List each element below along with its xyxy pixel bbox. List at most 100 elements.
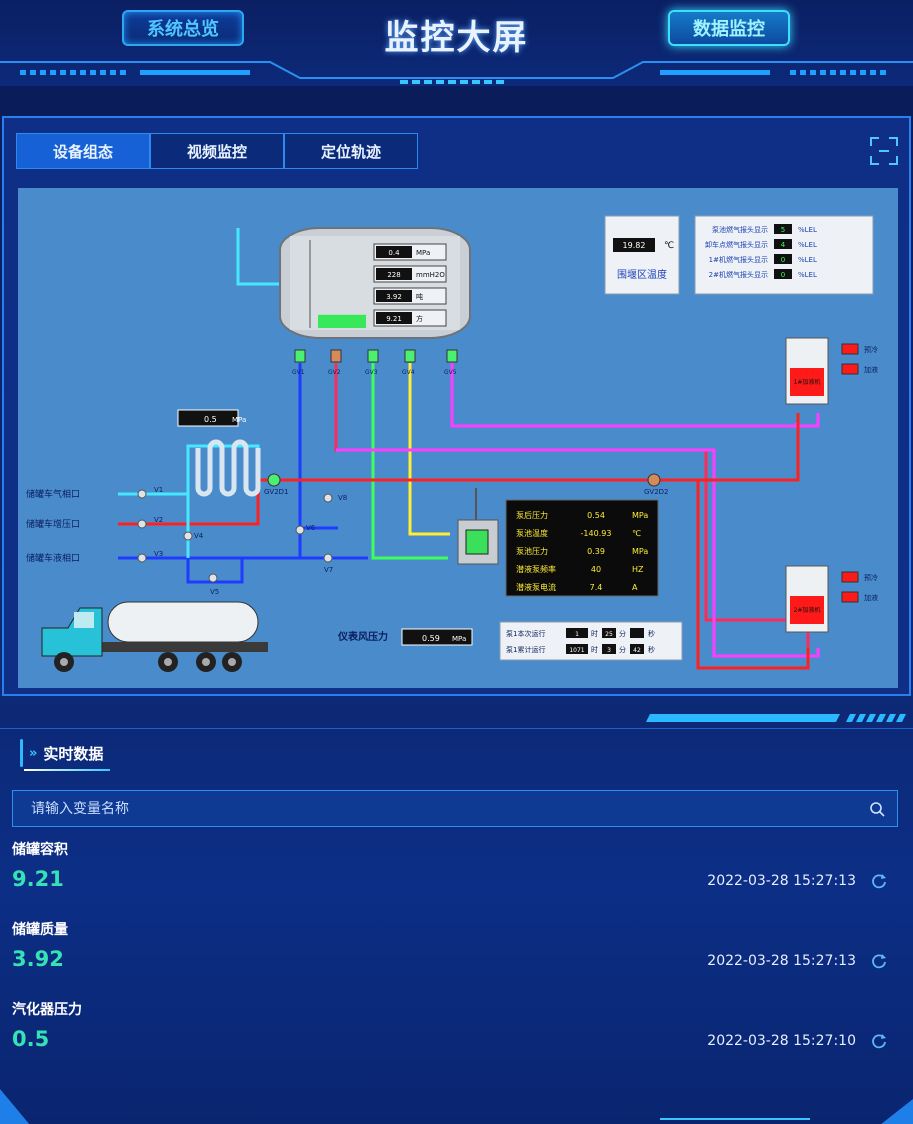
dispenser-label: 2#加液机 — [794, 606, 821, 614]
search-input[interactable] — [31, 800, 851, 817]
pump-unit: A — [632, 583, 638, 592]
valve-v1: V1 — [154, 486, 163, 494]
area-temp-unit: ℃ — [664, 241, 674, 251]
dispenser-label: 1#加液机 — [794, 378, 821, 386]
gas-unit: %LEL — [798, 271, 817, 279]
gas-value: 0 — [781, 256, 785, 264]
pump-value: -140.93 — [581, 529, 612, 538]
pump-value: 40 — [591, 565, 601, 574]
header-decoration — [0, 61, 913, 84]
gas-label: 卸车点燃气报头显示 — [705, 240, 768, 249]
tank-reading-value: 9.21 — [386, 315, 402, 323]
vaporizer-pressure-unit: MPa — [232, 416, 246, 424]
valve-v6: V6 — [306, 524, 316, 532]
tank-reading-value: 3.92 — [386, 293, 402, 301]
run-minutes: 25 — [605, 631, 613, 638]
pump-label: 泵池压力 — [516, 546, 548, 556]
valve-v5: V5 — [210, 588, 219, 596]
run-hour-unit: 时 — [591, 645, 598, 654]
instrument-air-label: 仪表风压力 — [337, 630, 388, 643]
inlet-liquid: 储罐车液相口 — [26, 552, 80, 564]
tab-bar: 设备组态 视频监控 定位轨迹 — [16, 133, 418, 169]
valve-label: GV2 — [328, 369, 341, 376]
run-sec-unit: 秒 — [648, 629, 655, 638]
gas-unit: %LEL — [798, 226, 817, 234]
valve-v4: V4 — [194, 532, 204, 540]
gas-unit: %LEL — [798, 241, 817, 249]
item-value: 9.21 — [12, 867, 64, 891]
data-monitor-button[interactable]: 数据监控 — [668, 10, 790, 46]
list-item: 储罐容积 9.21 2022-03-28 15:27:13 — [12, 839, 902, 909]
area-temp-label: 围堰区温度 — [617, 268, 667, 281]
run-hours: 1071 — [569, 647, 584, 654]
valve-label: GV1 — [292, 369, 305, 376]
section-header: » 实时数据 — [20, 739, 103, 767]
footer-decoration — [0, 1089, 913, 1124]
run-minutes: 3 — [607, 647, 611, 654]
valve-gv2d1: GV2D1 — [264, 488, 289, 496]
valve-icon — [367, 349, 379, 363]
valve-gv2d2: GV2D2 — [644, 488, 669, 496]
valve-icon — [294, 349, 306, 363]
search-icon[interactable] — [869, 801, 885, 817]
gas-label: 泵池燃气报头显示 — [712, 225, 768, 234]
valve-icon — [330, 349, 342, 363]
valve-v2: V2 — [154, 516, 163, 524]
tank-reading-unit: mmH2O — [416, 271, 445, 279]
refresh-icon[interactable] — [870, 872, 888, 890]
item-label: 储罐容积 — [12, 842, 68, 858]
run-sec-unit: 秒 — [648, 645, 655, 654]
monitor-panel: 设备组态 视频监控 定位轨迹 — [2, 116, 911, 696]
list-item: 汽化器压力 0.5 2022-03-28 15:27:10 — [12, 999, 902, 1069]
run-label: 泵1累计运行 — [506, 645, 545, 654]
overview-button[interactable]: 系统总览 — [122, 10, 244, 46]
valve-label: GV4 — [402, 369, 415, 376]
valve-v7: V7 — [324, 566, 333, 574]
tab-video[interactable]: 视频监控 — [150, 133, 284, 169]
pump-label: 泵后压力 — [516, 510, 548, 520]
refresh-icon[interactable] — [870, 952, 888, 970]
section-title: 实时数据 — [43, 744, 104, 763]
pump-value: 0.39 — [587, 547, 605, 556]
pump-vessel — [457, 488, 499, 565]
valve-v3: V3 — [154, 550, 163, 558]
tank-reading-unit: 吨 — [416, 292, 423, 301]
pump-unit: MPa — [632, 511, 648, 520]
run-hour-unit: 时 — [591, 629, 598, 638]
vaporizer — [195, 439, 261, 497]
item-label: 汽化器压力 — [12, 1002, 82, 1018]
pump-value: 0.54 — [587, 511, 605, 520]
dispenser-btn2: 加液 — [864, 365, 878, 374]
vaporizer-pressure-value: 0.5 — [204, 415, 217, 424]
pump-value: 7.4 — [590, 583, 603, 592]
pump-label: 泵池温度 — [516, 528, 548, 538]
refresh-icon[interactable] — [870, 1032, 888, 1050]
instrument-air-unit: MPa — [452, 635, 466, 643]
fullscreen-icon[interactable] — [869, 136, 899, 166]
pump-unit: ℃ — [632, 529, 641, 538]
run-min-unit: 分 — [619, 629, 626, 638]
item-value: 3.92 — [12, 947, 64, 971]
valve-label: GV5 — [444, 369, 457, 376]
tank-reading-value: 0.4 — [388, 249, 400, 257]
tank-reading-value: 228 — [387, 271, 400, 279]
dispenser-btn1: 预冷 — [864, 573, 878, 582]
area-temp-value: 19.82 — [623, 241, 646, 250]
item-time: 2022-03-28 15:27:13 — [707, 873, 856, 889]
run-hours: 1 — [575, 631, 579, 638]
item-value: 0.5 — [12, 1027, 50, 1051]
tab-location[interactable]: 定位轨迹 — [284, 133, 418, 169]
gas-value: 5 — [781, 226, 785, 234]
inlet-gas: 储罐车气相口 — [26, 488, 80, 500]
gas-value: 0 — [781, 271, 785, 279]
realtime-section: » 实时数据 储罐容积 9.21 2022-03-28 15:27:13 储罐质… — [0, 728, 913, 1124]
tab-equipment[interactable]: 设备组态 — [16, 133, 150, 169]
double-chevron-icon: » — [29, 745, 38, 761]
gas-unit: %LEL — [798, 256, 817, 264]
dispenser-btn2: 加液 — [864, 593, 878, 602]
gas-label: 1#机燃气报头显示 — [709, 255, 768, 264]
run-min-unit: 分 — [619, 645, 626, 654]
section-bar — [20, 739, 23, 767]
